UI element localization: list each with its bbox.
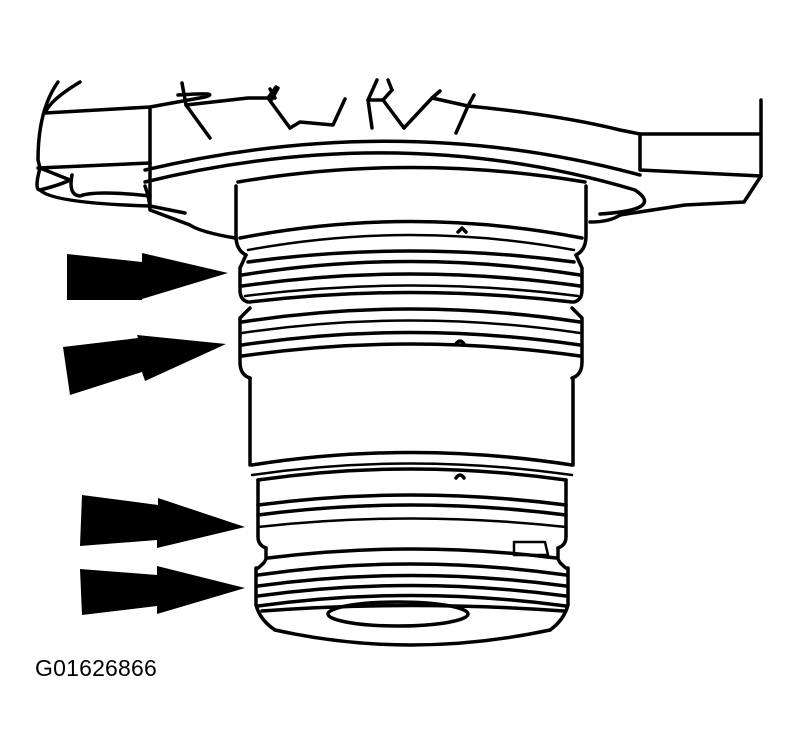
upper-groove-band [238, 249, 584, 304]
arrow-lower-groove-2[interactable] [80, 566, 245, 615]
flange-housing [35, 78, 763, 240]
arrow-upper-groove-2[interactable] [63, 335, 226, 395]
bottom-threaded-ring [254, 562, 570, 647]
arrow-upper-groove-1[interactable] [67, 253, 228, 300]
arrow-lower-groove-1[interactable] [80, 495, 245, 548]
second-groove-band [238, 306, 584, 380]
lower-groove-band [256, 478, 568, 570]
callout-arrows[interactable] [63, 253, 245, 615]
figure-id-label: G01626866 [35, 655, 158, 681]
top-collar [234, 165, 588, 257]
cylinder-body [248, 376, 575, 482]
